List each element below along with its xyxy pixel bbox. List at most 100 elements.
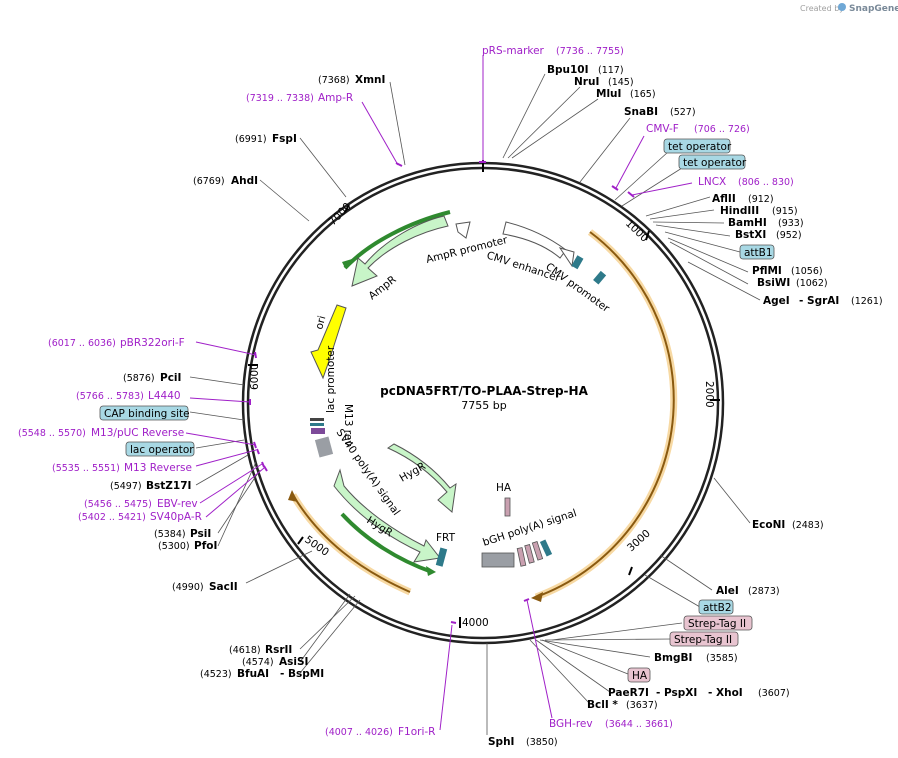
primer-amp-r: Amp-R: [318, 92, 353, 104]
enzyme-bstxi: BstXI: [735, 229, 766, 241]
enzyme-xmni-pos: (7368): [318, 75, 350, 86]
ha-tag-mark: [531, 541, 544, 561]
hygr-inner-label: HygR: [398, 460, 428, 484]
cmv-promoter-arrow: [558, 247, 575, 268]
ampr-green-arrowhead: [342, 259, 352, 268]
cmv-promoter-label: CMV promoter: [543, 261, 612, 316]
ruler-tick-5000: [297, 536, 304, 545]
credit-brand: SnapGene: [849, 4, 898, 14]
tet-operator-box-2: [678, 154, 746, 170]
primer-labels: pRS-marker (7736 .. 7755) (7319 .. 7338)…: [18, 45, 794, 738]
strep-tag-box-1: [683, 615, 753, 631]
primer-cmv-f: CMV-F: [646, 123, 679, 135]
attb2-label: attB2: [703, 602, 732, 614]
primer-sv40pa-r: SV40pA-R: [150, 511, 202, 523]
enzyme-sgrai: - SgrAI: [799, 295, 839, 307]
enzyme-bamhi: BamHI: [728, 217, 767, 229]
enzyme-rsrii-pos: (4618): [229, 645, 261, 656]
hygr-outer-label: HygR: [364, 514, 394, 539]
ori-label: ori: [313, 314, 328, 330]
ruler-label-4000: 4000: [462, 617, 489, 629]
hygr-green-track: [340, 512, 433, 574]
feature-leaders: [189, 151, 741, 675]
enzyme-sacii-pos: (4990): [172, 582, 204, 593]
tet-operator-box-1: [663, 138, 731, 154]
enzyme-pspxi: - PspXI: [656, 687, 697, 699]
frt-label: FRT: [436, 532, 456, 544]
enzyme-bcli: BclI *: [587, 699, 618, 711]
orf-arc-left: [292, 494, 411, 593]
frt-mark: [435, 547, 448, 567]
primer-sv40pa-r-pos: (5402 .. 5421): [78, 512, 146, 523]
enzyme-mlui: MluI: [596, 88, 621, 100]
ruler-label-6000: 6000: [249, 363, 261, 390]
enzyme-aflii-pos: (912): [748, 194, 774, 205]
orf-arc-right: [535, 231, 675, 598]
primer-f1ori-r-pos: (4007 .. 4026): [325, 727, 393, 738]
ruler-label-1000: 1000: [623, 218, 651, 245]
primer-ebv-rev: EBV-rev: [157, 498, 198, 510]
ampr-arrow: [351, 215, 449, 287]
primer-ebv-rev-pos: (5456 .. 5475): [84, 499, 152, 510]
enzyme-econi-pos: (2483): [792, 520, 824, 531]
lac-operator-label: lac operator: [130, 444, 194, 456]
bgh-polya-shape: [481, 552, 515, 568]
enzyme-aflii: AflII: [712, 193, 736, 205]
enzyme-paer7i: PaeR7I: [608, 687, 649, 699]
primer-bgh-rev: BGH-rev: [549, 718, 593, 730]
enzyme-bmgbi-pos: (3585): [706, 653, 738, 664]
enzyme-pfoi-pos: (5300): [158, 541, 190, 552]
enzyme-bpu10i: Bpu10I: [547, 64, 589, 76]
enzyme-asisi: AsiSI: [279, 656, 308, 668]
primer-leaders: [185, 55, 693, 731]
primer-pbr322ori-f-pos: (6017 .. 6036): [48, 338, 116, 349]
enzyme-hindiii: HindIII: [720, 205, 759, 217]
primer-m13-reverse-pos: (5535 .. 5551): [52, 463, 120, 474]
enzyme-xhoi: - XhoI: [708, 687, 743, 699]
enzyme-alei: AleI: [716, 585, 739, 597]
plasmid-length: 7755 bp: [461, 399, 506, 412]
enzyme-xmni: XmnI: [355, 74, 385, 86]
hygr-green-arrowhead: [426, 566, 436, 576]
enzyme-psii-pos: (5384): [154, 529, 186, 540]
enzyme-pflmi-pos: (1056): [791, 266, 823, 277]
strep-tag-box-2: [669, 631, 739, 647]
enzyme-pcii-pos: (5876): [123, 373, 155, 384]
enzyme-sacii: SacII: [209, 581, 238, 593]
enzyme-ahdi: AhdI: [231, 175, 258, 187]
enzyme-bamhi-pos: (933): [778, 218, 804, 229]
attb1-label: attB1: [744, 247, 773, 259]
enzyme-bstz17i: BstZ17I: [146, 480, 191, 492]
cmv-enhancer-arrow: [502, 221, 567, 259]
primer-marks: [249, 161, 635, 624]
sv40-polya-shape: [314, 436, 334, 458]
tet-operator-label-1: tet operator: [668, 141, 732, 153]
lac-operator-mark: [310, 418, 324, 421]
enzyme-bsiwi: BsiWI: [757, 277, 790, 289]
enzyme-econi: EcoNI: [752, 519, 785, 531]
tet-operator-mark-1: [571, 255, 584, 270]
primer-cmv-f-pos: (706 .. 726): [694, 124, 750, 135]
ampr-promoter-arrow: [455, 221, 471, 239]
primer-m13-puc-reverse-pos: (5548 .. 5570): [18, 428, 86, 439]
enzyme-rsrii: RsrII: [265, 644, 292, 656]
enzyme-nrui-pos: (145): [608, 77, 634, 88]
enzyme-bfuai: BfuAI: [237, 668, 269, 680]
ha-mark: [504, 497, 511, 517]
enzyme-alei-pos: (2873): [748, 586, 780, 597]
primer-pbr322ori-f: pBR322ori-F: [120, 337, 185, 349]
ruler-tick-3000: [628, 566, 633, 576]
enzyme-agei: AgeI: [763, 295, 790, 307]
boxed-feature-labels: tet operator tet operator attB1 CAP bind…: [99, 138, 775, 683]
plasmid-name: pcDNA5FRT/TO-PLAA-Strep-HA: [380, 384, 588, 398]
enzyme-bcli-pos: (3637): [626, 700, 658, 711]
ruler-label-2000: 2000: [703, 381, 715, 408]
snapgene-logo-icon: [838, 3, 846, 11]
hygr-outer-arrow: [333, 468, 441, 563]
enzyme-mlui-pos: (165): [630, 89, 656, 100]
enzyme-labels: Bpu10I (117) NruI (145) MluI (165) SnaBI…: [110, 64, 883, 748]
tet-operator-label-2: tet operator: [683, 157, 747, 169]
credit-prefix: Created by: [800, 4, 844, 13]
primer-l4440-pos: (5766 .. 5783): [76, 391, 144, 402]
orf-arc-right-glow: [534, 229, 678, 601]
